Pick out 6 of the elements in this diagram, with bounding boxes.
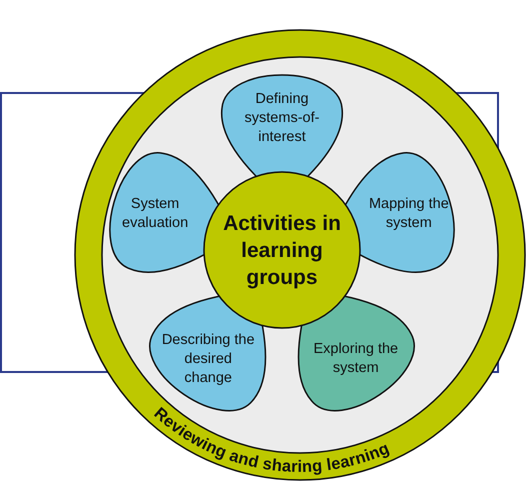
petal-label: Describing the desired change (160, 330, 256, 388)
petal-label: Mapping the system (368, 194, 450, 233)
petal-label: Exploring the system (312, 340, 400, 378)
center-label: Activities in learning groups (222, 210, 342, 290)
petal-label: System evaluation (121, 194, 190, 233)
petal-label: Defining systems-of-interest (244, 90, 320, 146)
